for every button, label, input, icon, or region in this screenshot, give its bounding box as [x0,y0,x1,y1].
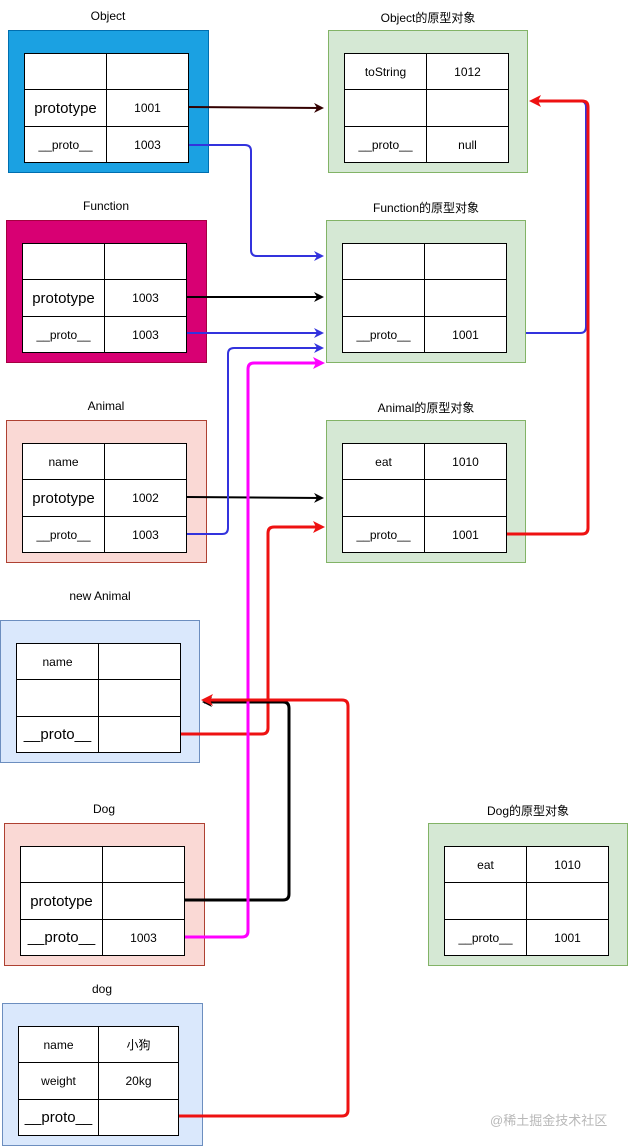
dog-instance-proto-label: __proto__ [18,1099,99,1136]
animal-name-value [104,443,187,480]
animal-proto-value: 1003 [104,516,187,553]
arrow-function-proto-to-object [526,100,587,334]
dog-instance-proto-value [98,1099,179,1136]
object-proto-title: Object的原型对象 [380,11,476,25]
dog-cell-0-1 [102,846,185,883]
dog-prototype-value [102,882,185,920]
function-proto-cell-0-1 [424,243,507,280]
object-cell-0-1 [106,53,189,90]
animal-proto-eat-value: 1010 [424,443,507,480]
arrow-dog-proto [185,357,325,939]
object-prototype-label: prototype [24,89,107,127]
object-proto-cell-1-0 [344,89,427,127]
object-proto-proto-value: null [426,126,509,163]
arrow-object-proto [189,144,324,261]
dog-proto-label: __proto__ [20,919,103,956]
object-proto-tostring-value: 1012 [426,53,509,90]
dog-proto-eat-label: eat [444,846,527,883]
dog-instance-name-value: 小狗 [98,1026,179,1063]
watermark: @稀土掘金技术社区 [490,1113,608,1128]
function-proto-value: 1003 [104,316,187,353]
function-cell-0-0 [22,243,105,280]
animal-prototype-label: prototype [22,479,105,517]
function-proto-label: __proto__ [22,316,105,353]
arrow-dog-instance-proto [179,694,350,1118]
function-proto-title: Function的原型对象 [372,201,480,215]
dog-title: Dog [92,802,115,816]
function-prototype-value: 1003 [104,279,187,317]
animal-proto-title: Animal的原型对象 [377,401,475,415]
dog-instance-name-label: name [18,1026,99,1063]
object-proto-proto-label: __proto__ [344,126,427,163]
dog-proto-value: 1003 [102,919,185,956]
animal-proto-cell-1-1 [424,479,507,517]
animal-proto-label: __proto__ [22,516,105,553]
dog-instance-weight-value: 20kg [98,1062,179,1100]
new-animal-name-value [98,643,181,680]
object-proto-tostring-label: toString [344,53,427,90]
dog-instance-title: dog [91,982,113,996]
animal-proto-eat-label: eat [342,443,425,480]
arrow-animal-proto [187,343,324,535]
dog-table: prototype __proto__1003 [20,846,185,956]
object-proto-cell-1-1 [426,89,509,127]
function-proto-table: __proto__1001 [342,243,507,353]
new-animal-title: new Animal [69,589,131,603]
arrow-object-prototype [188,102,324,113]
dog-proto-title: Dog的原型对象 [486,804,569,818]
object-cell-0-0 [24,53,107,90]
animal-proto-proto-value: 1001 [424,516,507,553]
dog-proto-proto-value: 1001 [526,919,609,956]
dog-proto-proto-label: __proto__ [444,919,527,956]
new-animal-proto-label: __proto__ [16,716,99,753]
dog-proto-cell-1-0 [444,882,527,920]
function-proto-proto-value: 1001 [424,316,507,353]
animal-name-label: name [22,443,105,480]
new-animal-name-label: name [16,643,99,680]
arrow-dog-prototype [185,697,291,902]
new-animal-table: name __proto__ [16,643,181,753]
function-proto-proto-label: __proto__ [342,316,425,353]
dog-instance-weight-label: weight [18,1062,99,1100]
arrow-new-animal-proto [181,521,325,736]
object-proto-value: 1003 [106,126,189,163]
arrow-animal-proto-to-object [507,95,590,536]
function-prototype-label: prototype [22,279,105,317]
arrow-animal-prototype [186,492,324,503]
function-title: Function [82,199,130,213]
object-title: Object [90,9,126,23]
new-animal-proto-value [98,716,181,753]
animal-title: Animal [87,399,125,413]
animal-proto-proto-label: __proto__ [342,516,425,553]
